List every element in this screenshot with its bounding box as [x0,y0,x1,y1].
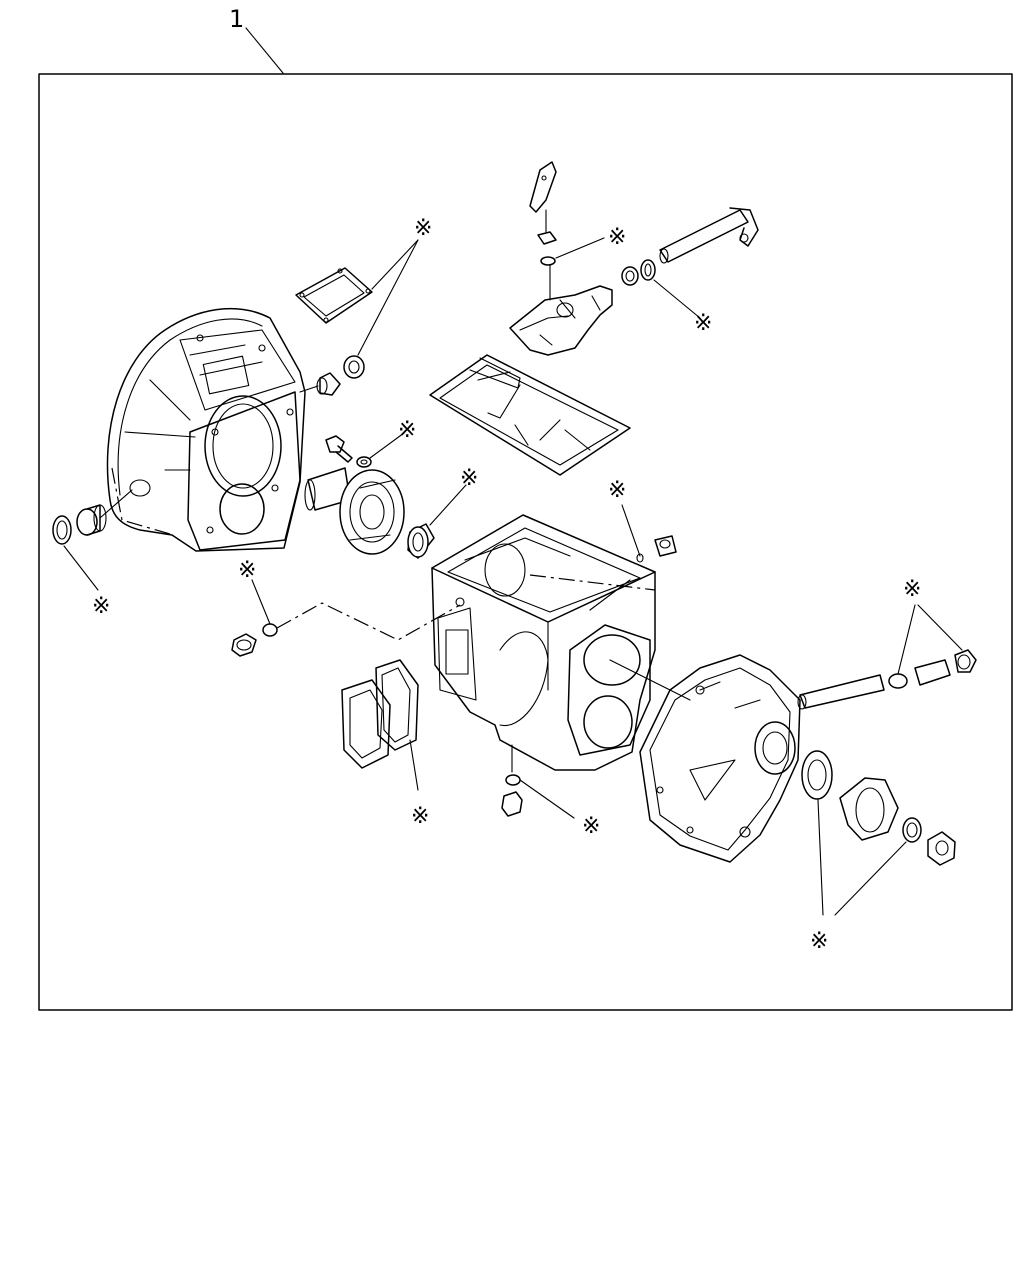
left-seal-and-bushing [52,489,133,591]
marker-gasket: ※ [414,216,432,241]
marker-vent: ※ [608,478,626,503]
marker-drain-oring: ※ [582,814,600,839]
marker-output-seal: ※ [810,929,828,954]
side-cover-gasket [341,659,419,791]
marker-washer-top: ※ [608,225,626,250]
top-cover [429,354,631,476]
extension-housing [609,654,801,863]
clutch-housing [106,307,306,552]
shift-shaft [659,207,759,264]
marker-leaders [357,237,701,526]
marker-shift-seal: ※ [694,311,712,336]
vent-plug [621,504,677,563]
bottom-drain-plug [501,774,575,819]
diagram-frame [38,73,1013,1011]
output-flange-parts [801,750,956,916]
shift-bracket [529,161,557,301]
marker-side-gasket: ※ [411,804,429,829]
input-shaft-seal [299,355,365,396]
bearing-retainer [304,467,405,555]
callout-leader-1 [245,27,284,74]
callout-number-1: 1 [229,5,244,33]
left-drain-plug [231,579,461,657]
marker-front-seal: ※ [460,466,478,491]
right-shaft-and-plugs [797,604,977,710]
front-seal [407,523,435,559]
marker-right-plugs: ※ [903,577,921,602]
shift-housing [509,259,656,356]
inspection-gasket [295,267,373,324]
transmission-case [431,514,656,773]
marker-bolt-washer: ※ [398,418,416,443]
marker-left-seal: ※ [92,594,110,619]
housing-bolt-and-washer [325,435,372,468]
marker-left-oring: ※ [238,558,256,583]
